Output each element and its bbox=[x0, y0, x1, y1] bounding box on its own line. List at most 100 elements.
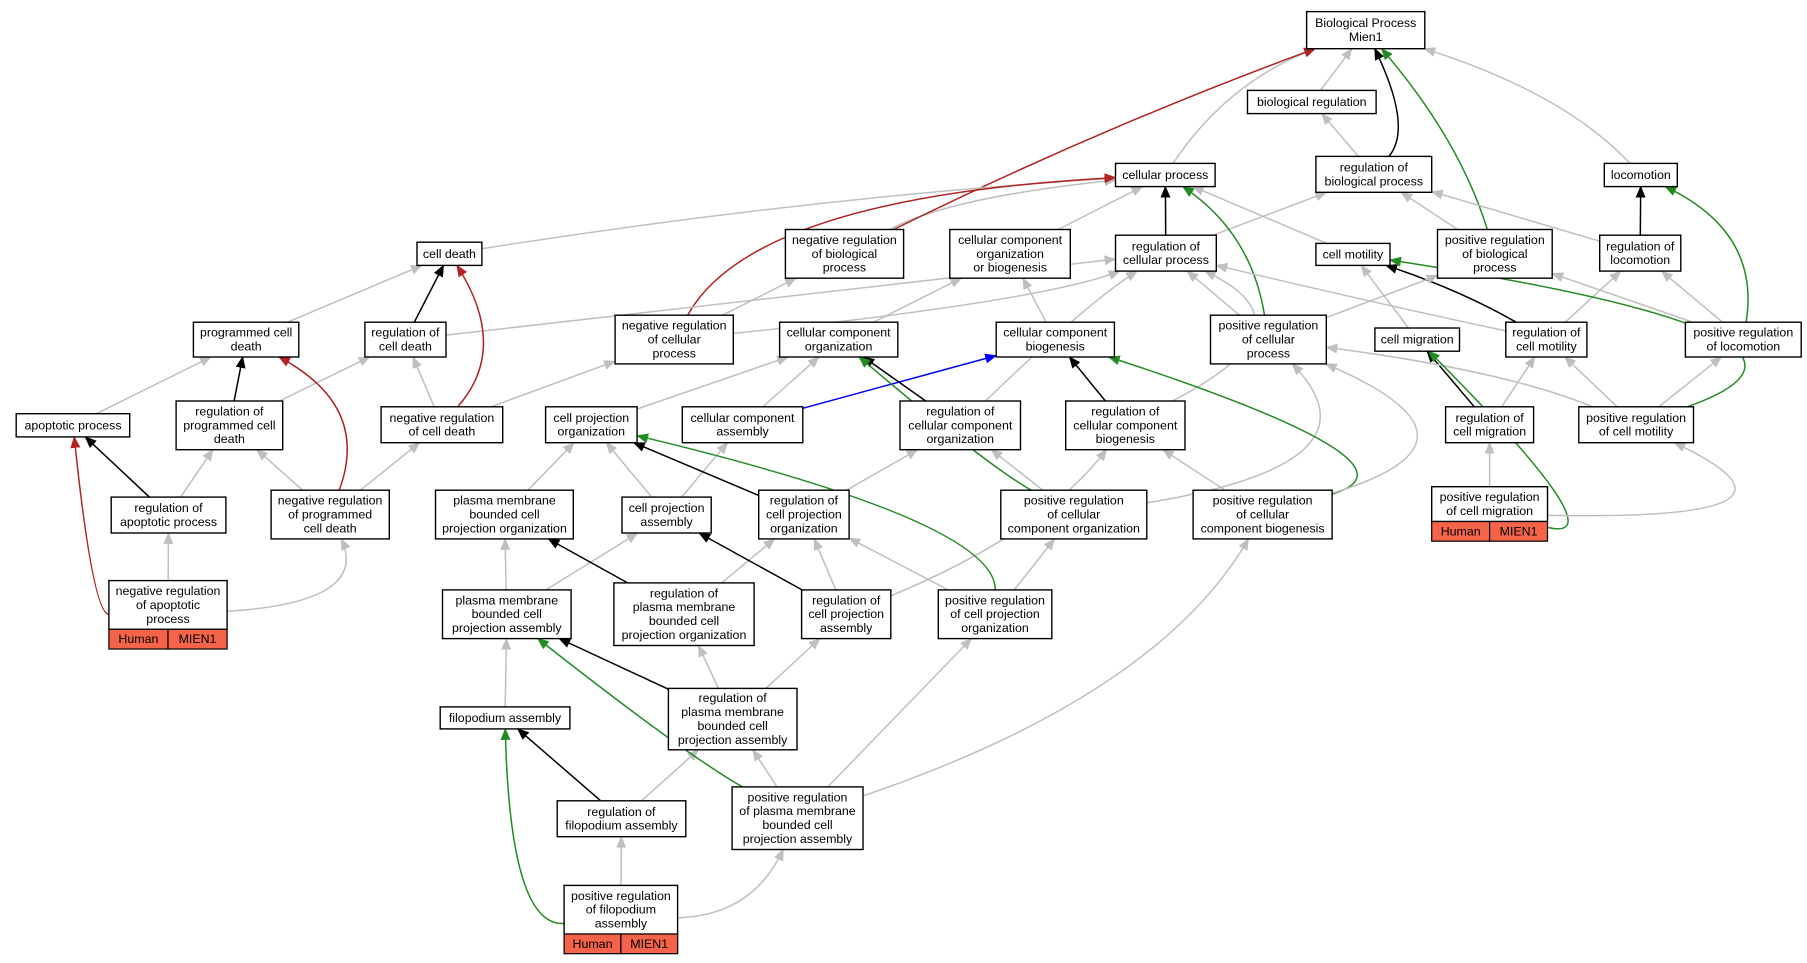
term-box bbox=[15, 413, 131, 438]
edge-regcpa-to-regcpo bbox=[813, 537, 837, 591]
edge-posregbp-to-regbp bbox=[1400, 191, 1459, 231]
term-label-line: cell projection bbox=[808, 607, 884, 621]
edge-line-is_a bbox=[1423, 47, 1631, 164]
edge-line-is_a bbox=[1547, 442, 1736, 517]
term-label-line: of filopodium bbox=[586, 903, 656, 917]
edge-posregpmbcpa-to-regpmbcpa bbox=[752, 748, 778, 788]
edge-regfiloa-to-filoa bbox=[516, 728, 602, 802]
term-box bbox=[1436, 228, 1553, 279]
edge-line-is_a bbox=[722, 277, 797, 316]
term-label-line: bounded cell bbox=[469, 508, 539, 522]
term-box bbox=[1374, 327, 1461, 352]
edge-regcpo-to-cpo bbox=[632, 442, 759, 497]
term-box bbox=[108, 579, 228, 630]
term-box bbox=[614, 314, 734, 365]
edge-line-is_a bbox=[1215, 262, 1506, 332]
edge-regfiloa-to-regpmbcpa bbox=[640, 749, 700, 802]
go-term-loco[interactable]: locomotion bbox=[1603, 162, 1679, 188]
go-term-cmig[interactable]: cell migration bbox=[1374, 327, 1461, 352]
go-term-apop[interactable]: apoptotic process bbox=[15, 413, 131, 438]
term-box bbox=[270, 489, 391, 540]
species-tag: Human bbox=[1431, 520, 1491, 542]
term-label-line: of cell death bbox=[408, 425, 475, 439]
edge-line-part_of bbox=[547, 538, 628, 584]
term-label-line: positive regulation bbox=[571, 889, 671, 903]
edge-cpo-to-cco bbox=[636, 355, 790, 410]
edge-line-is_a bbox=[1326, 274, 1439, 319]
term-box bbox=[364, 321, 447, 358]
edge-line-is_a bbox=[1321, 112, 1359, 157]
go-term-filoa[interactable]: filopodium assembly bbox=[439, 706, 571, 730]
edge-line-is_a bbox=[813, 537, 837, 591]
tag-cell bbox=[1488, 520, 1549, 542]
edge-cmig-to-cmot bbox=[1360, 264, 1410, 329]
edge-cproc-to-bp bbox=[1172, 47, 1317, 164]
edge-posregloco-to-posregbp bbox=[1551, 272, 1694, 323]
edge-regcmot-to-regcp bbox=[1215, 262, 1506, 332]
term-label-line: of locomotion bbox=[1706, 340, 1780, 354]
edge-posregccb-to-posregcp bbox=[1324, 363, 1419, 495]
edge-cco-to-ccob bbox=[873, 277, 963, 323]
go-term-cdeath[interactable]: cell death bbox=[416, 241, 483, 267]
term-box bbox=[995, 321, 1116, 358]
go-term-breg[interactable]: biological regulation bbox=[1246, 89, 1377, 115]
edge-line-pos bbox=[500, 727, 565, 925]
term-box bbox=[899, 400, 1022, 451]
term-label-line: regulation of bbox=[770, 494, 839, 508]
term-box bbox=[192, 321, 300, 358]
term-box bbox=[1064, 400, 1186, 451]
edge-line-is_a bbox=[862, 538, 1250, 797]
edge-line-is_a bbox=[1057, 185, 1144, 231]
term-label-line: plasma membrane bbox=[633, 600, 736, 614]
term-label-line: positive regulation bbox=[1024, 494, 1124, 508]
term-label-line: negative regulation bbox=[792, 233, 897, 247]
edge-line-pos bbox=[1181, 185, 1266, 316]
go-term-cproc[interactable]: cellular process bbox=[1114, 162, 1216, 188]
tag-label: Human bbox=[573, 937, 613, 951]
go-term-cmot[interactable]: cell motility bbox=[1315, 242, 1391, 267]
edge-cca-to-cco bbox=[762, 356, 820, 408]
edge-line-is_a bbox=[1430, 189, 1600, 242]
edge-line-is_a bbox=[1319, 47, 1353, 91]
